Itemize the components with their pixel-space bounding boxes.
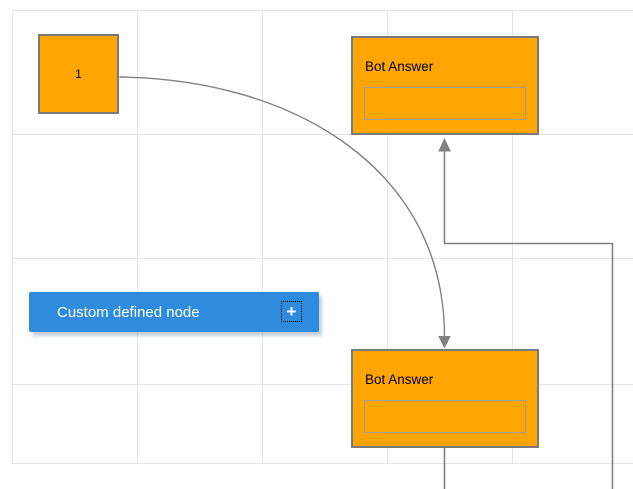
node-bot-answer-top[interactable]: Bot Answer xyxy=(351,36,539,135)
node-textbox[interactable] xyxy=(364,87,526,120)
node-bot-answer-bottom[interactable]: Bot Answer xyxy=(351,349,539,448)
arrowhead-down-icon xyxy=(438,336,451,349)
node-textbox[interactable] xyxy=(364,400,526,433)
connector-orthogonal-to-top-box[interactable] xyxy=(438,138,614,489)
node-title: Bot Answer xyxy=(365,59,434,74)
arrowhead-up-icon xyxy=(438,138,451,152)
node-custom-defined[interactable]: Custom defined node + xyxy=(29,292,319,332)
node-numbered-square-label: 1 xyxy=(75,67,82,81)
node-numbered-square[interactable]: 1 xyxy=(38,34,119,114)
connector-curve-square-to-bottom-box[interactable] xyxy=(119,76,451,349)
plus-icon: + xyxy=(286,302,297,321)
add-port-button[interactable]: + xyxy=(281,301,302,322)
node-custom-defined-label: Custom defined node xyxy=(57,303,200,321)
node-title: Bot Answer xyxy=(365,372,434,387)
